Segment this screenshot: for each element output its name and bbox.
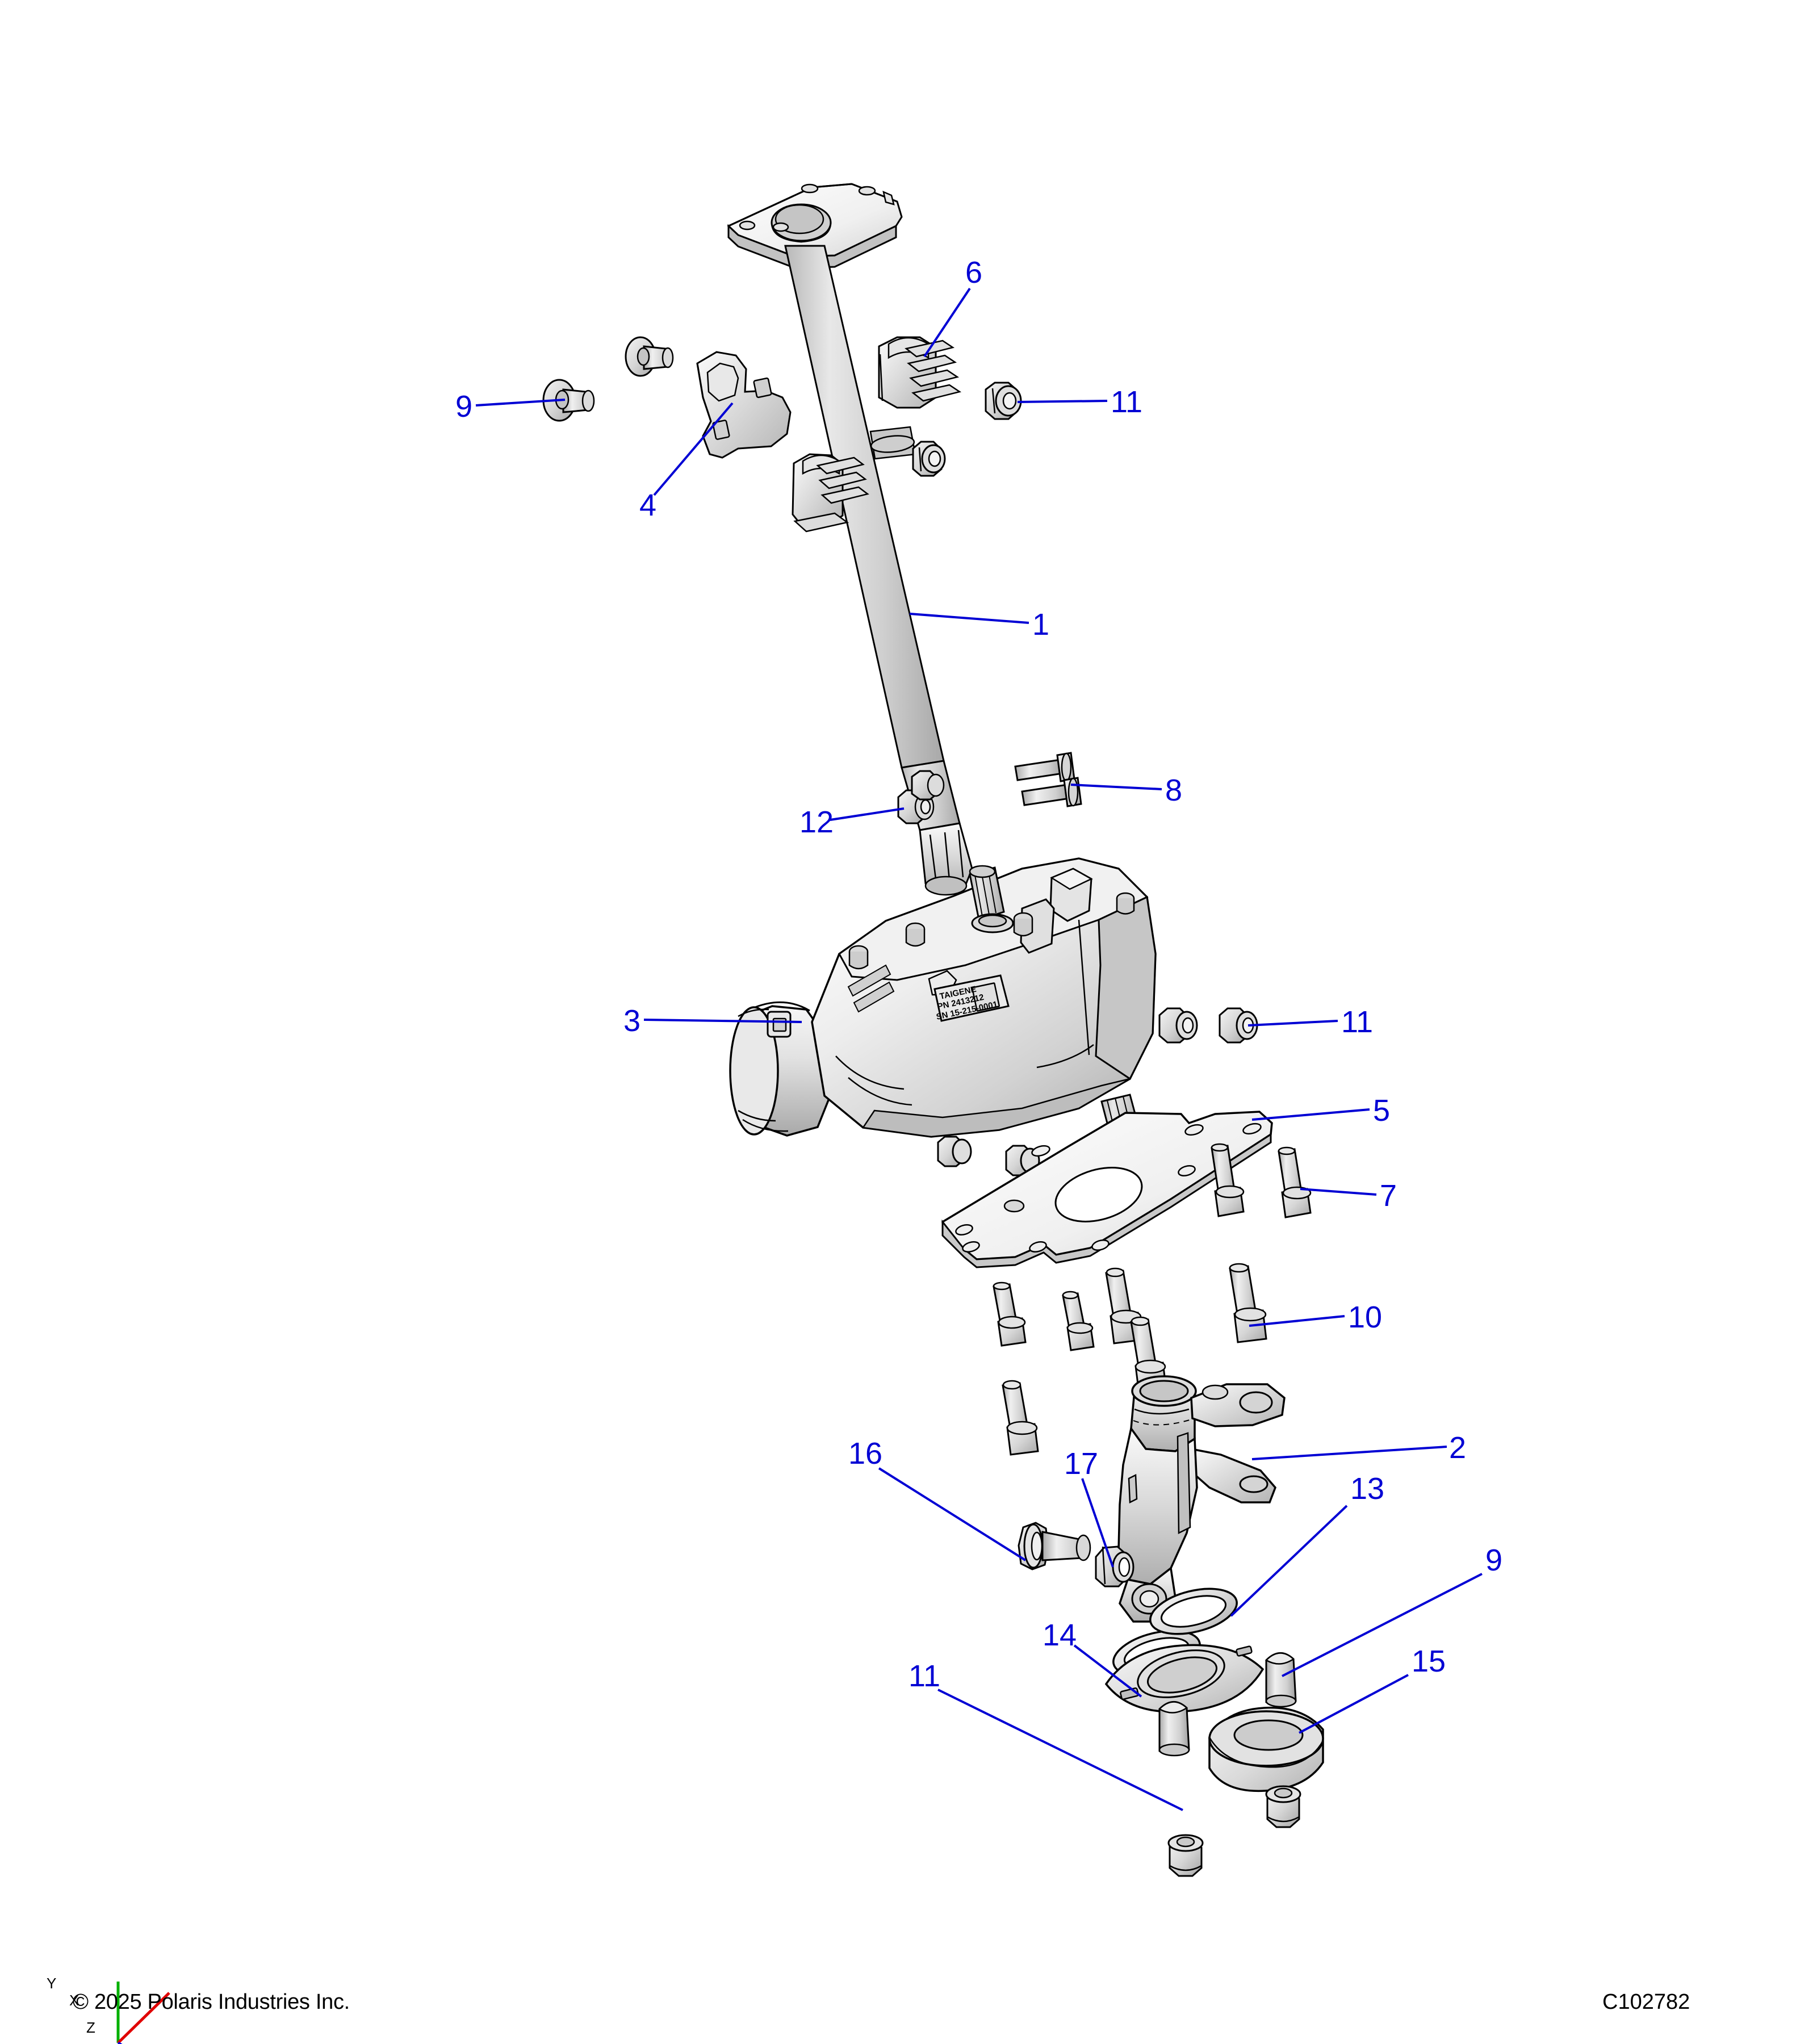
part-bushing-pad [1208, 1706, 1324, 1792]
flange-bolt-plate-a [1211, 1143, 1245, 1217]
flange-nut-lower-a [1265, 1785, 1301, 1828]
part-push-rivet-upper [542, 336, 674, 422]
leader-14 [1073, 1644, 1142, 1698]
callout-label-6: 6 [965, 256, 982, 290]
part-flange-bolt-lower [1018, 1522, 1091, 1570]
axis-z-label: Z [86, 2019, 95, 2036]
callout-label-14: 14 [1043, 1618, 1077, 1652]
leader-12 [830, 807, 905, 821]
leader-13 [1230, 1505, 1348, 1617]
callout-label-12: 12 [799, 805, 834, 839]
eps-input-shaft [969, 865, 1014, 933]
callout-label-10: 10 [1348, 1300, 1382, 1334]
callout-label-16: 16 [848, 1436, 882, 1471]
flange-bolt-post-b [1062, 1291, 1095, 1351]
leader-9b [1282, 1573, 1483, 1677]
pinch-bolt-b [1021, 777, 1082, 807]
eps-id-label: TAIGENE PN 2413212 SN 15-215-0001 [933, 974, 1010, 1022]
flange-nut-mid-c [937, 1136, 972, 1167]
part-eps-motor-unit: TAIGENE PN 2413212 SN 15-215-0001 [729, 857, 1157, 1154]
callout-label-17: 17 [1064, 1447, 1098, 1481]
callout-leader-lines [475, 287, 1483, 1811]
part-flange-nut-upper [912, 382, 1022, 477]
callout-label-11a: 11 [1111, 385, 1142, 419]
leader-8 [1070, 784, 1162, 790]
leader-5 [1251, 1108, 1370, 1121]
flange-nut-a [985, 382, 1022, 420]
flange-nut-mid-a [1158, 1007, 1198, 1044]
push-rivet-lower-b [1158, 1701, 1190, 1757]
part-gasket-bearing-retainer [1104, 1644, 1265, 1713]
pinch-bolt-a [1014, 752, 1075, 782]
part-steering-column-shaft [727, 183, 973, 896]
eps-gearbox-housing: TAIGENE PN 2413212 SN 15-215-0001 [811, 857, 1157, 1154]
part-column-clamp-bracket [696, 351, 792, 459]
leader-16 [878, 1467, 1027, 1561]
flange-nut-b [912, 441, 946, 477]
axis-x-line [117, 1992, 170, 2044]
drawing-number: C102782 [1602, 1990, 1690, 2014]
leader-2 [1251, 1446, 1447, 1460]
axis-x-label: X [69, 1992, 79, 2009]
part-pinch-bolt [1014, 752, 1082, 807]
callout-label-11b: 11 [1341, 1005, 1373, 1039]
push-rivet-lower-a [1265, 1652, 1297, 1708]
leader-11c [937, 1689, 1183, 1811]
leader-17 [1081, 1478, 1114, 1568]
flange-bolt-post-a [993, 1281, 1027, 1347]
part-column-bushing-upper [792, 336, 962, 533]
flange-bolt-post-d [1229, 1263, 1267, 1343]
callout-label-2: 2 [1449, 1431, 1466, 1465]
bushing-half-right [878, 336, 962, 409]
callout-label-7: 7 [1380, 1179, 1397, 1213]
callout-label-9b: 9 [1485, 1543, 1502, 1577]
callout-label-13: 13 [1350, 1472, 1384, 1506]
part-flange-bolt-plate [1211, 1143, 1312, 1218]
callout-label-1: 1 [1032, 608, 1049, 642]
part-flange-bolt-post [993, 1263, 1267, 1456]
column-u-joint-yoke [919, 822, 973, 896]
callout-label-11c: 11 [909, 1659, 940, 1693]
callout-label-15: 15 [1412, 1644, 1446, 1678]
leader-4 [653, 402, 734, 496]
callout-label-4: 4 [639, 488, 656, 522]
push-rivet-b [625, 336, 674, 377]
flange-bolt-plate-b [1278, 1146, 1312, 1218]
seal-washer-b [1149, 1588, 1238, 1635]
column-upper-flange [727, 183, 903, 269]
leader-15 [1299, 1674, 1409, 1734]
callout-label-3: 3 [623, 1004, 640, 1038]
eps-motor-cylinder [729, 1001, 831, 1137]
leader-7 [1300, 1188, 1377, 1196]
flange-bolt-post-e [1002, 1380, 1039, 1456]
leader-6 [923, 287, 971, 358]
callout-labels: 1 2 3 4 5 6 7 8 9 10 11 11 11 12 13 14 1… [455, 256, 1502, 1693]
leader-11b [1247, 1020, 1338, 1027]
part-pinch-nut [897, 770, 945, 824]
leader-11a [1017, 400, 1108, 403]
callout-label-5: 5 [1373, 1094, 1390, 1128]
flange-nut-lower-b [1167, 1834, 1204, 1877]
part-flange-lock-nut [1095, 1545, 1134, 1588]
part-mounting-plate [941, 1111, 1273, 1268]
copyright-notice: © 2025 Polaris Industries Inc. [73, 1990, 350, 2014]
leader-1 [909, 613, 1029, 624]
push-rivet-a [542, 379, 595, 422]
axis-triad [116, 1982, 170, 2044]
callout-label-8: 8 [1165, 773, 1182, 807]
axis-y-label: Y [47, 1975, 57, 1992]
leader-9 [475, 399, 566, 407]
bushing-half-left [792, 453, 869, 533]
part-push-rivet-lower [1158, 1652, 1297, 1757]
leader-10 [1249, 1315, 1345, 1327]
part-lower-steering-post [1117, 1375, 1286, 1623]
eps-housing-studs [848, 892, 1135, 970]
eps-connector [1020, 868, 1093, 954]
part-flange-nut-lower [1167, 1785, 1301, 1877]
leader-3 [643, 1019, 802, 1023]
callout-label-9: 9 [455, 389, 472, 424]
